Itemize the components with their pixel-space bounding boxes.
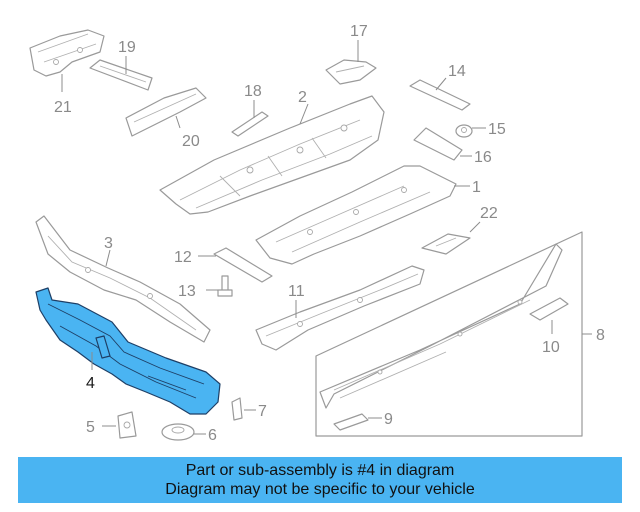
callout-22: 22	[480, 205, 498, 222]
callout-14: 14	[448, 63, 466, 80]
callout-10: 10	[542, 339, 560, 356]
part-16-plate	[413, 127, 472, 161]
part-5-bracket	[102, 411, 137, 439]
callout-6: 6	[208, 427, 217, 444]
callout-4: 4	[86, 375, 95, 392]
part-15-clip	[455, 124, 486, 138]
part-1-floor-pan	[255, 165, 470, 265]
part-22-pad	[421, 221, 481, 255]
part-19-bar	[89, 56, 153, 91]
callout-1: 1	[472, 179, 481, 196]
part-11-side-member	[255, 265, 425, 351]
callout-20: 20	[182, 133, 200, 150]
callout-5: 5	[86, 419, 95, 436]
callout-8: 8	[596, 327, 605, 344]
callout-2: 2	[298, 89, 307, 106]
info-banner: Part or sub-assembly is #4 in diagram Di…	[18, 457, 622, 503]
callout-7: 7	[258, 403, 267, 420]
callout-13: 13	[178, 283, 196, 300]
callout-19: 19	[118, 39, 136, 56]
part-6-cup	[161, 423, 206, 441]
callout-3: 3	[104, 235, 113, 252]
banner-line-1: Part or sub-assembly is #4 in diagram	[185, 462, 455, 479]
part-21-bracket	[29, 29, 105, 92]
part-2-floor-pan	[159, 95, 385, 215]
callout-16: 16	[474, 149, 492, 166]
callout-17: 17	[350, 23, 368, 40]
part-8-rocker-assembly	[315, 231, 592, 437]
callout-18: 18	[244, 83, 262, 100]
part-17-bracket	[325, 40, 377, 85]
part-13-bolt	[206, 275, 233, 297]
part-4-highlighted	[35, 287, 221, 415]
callout-12: 12	[174, 249, 192, 266]
banner-line-2: Diagram may not be specific to your vehi…	[165, 481, 475, 498]
part-3-crossmember	[35, 215, 211, 343]
part-20-bracket	[125, 87, 207, 137]
part-18-bar	[231, 100, 269, 137]
part-10-bracket	[529, 297, 569, 334]
callout-9: 9	[384, 411, 393, 428]
callout-15: 15	[488, 121, 506, 138]
part-12-bracket	[198, 247, 273, 283]
part-14-strip	[409, 77, 471, 111]
callout-21: 21	[54, 99, 72, 116]
part-9-bracket	[333, 413, 382, 431]
part-7-bracket	[231, 397, 256, 421]
callout-11: 11	[288, 283, 305, 300]
